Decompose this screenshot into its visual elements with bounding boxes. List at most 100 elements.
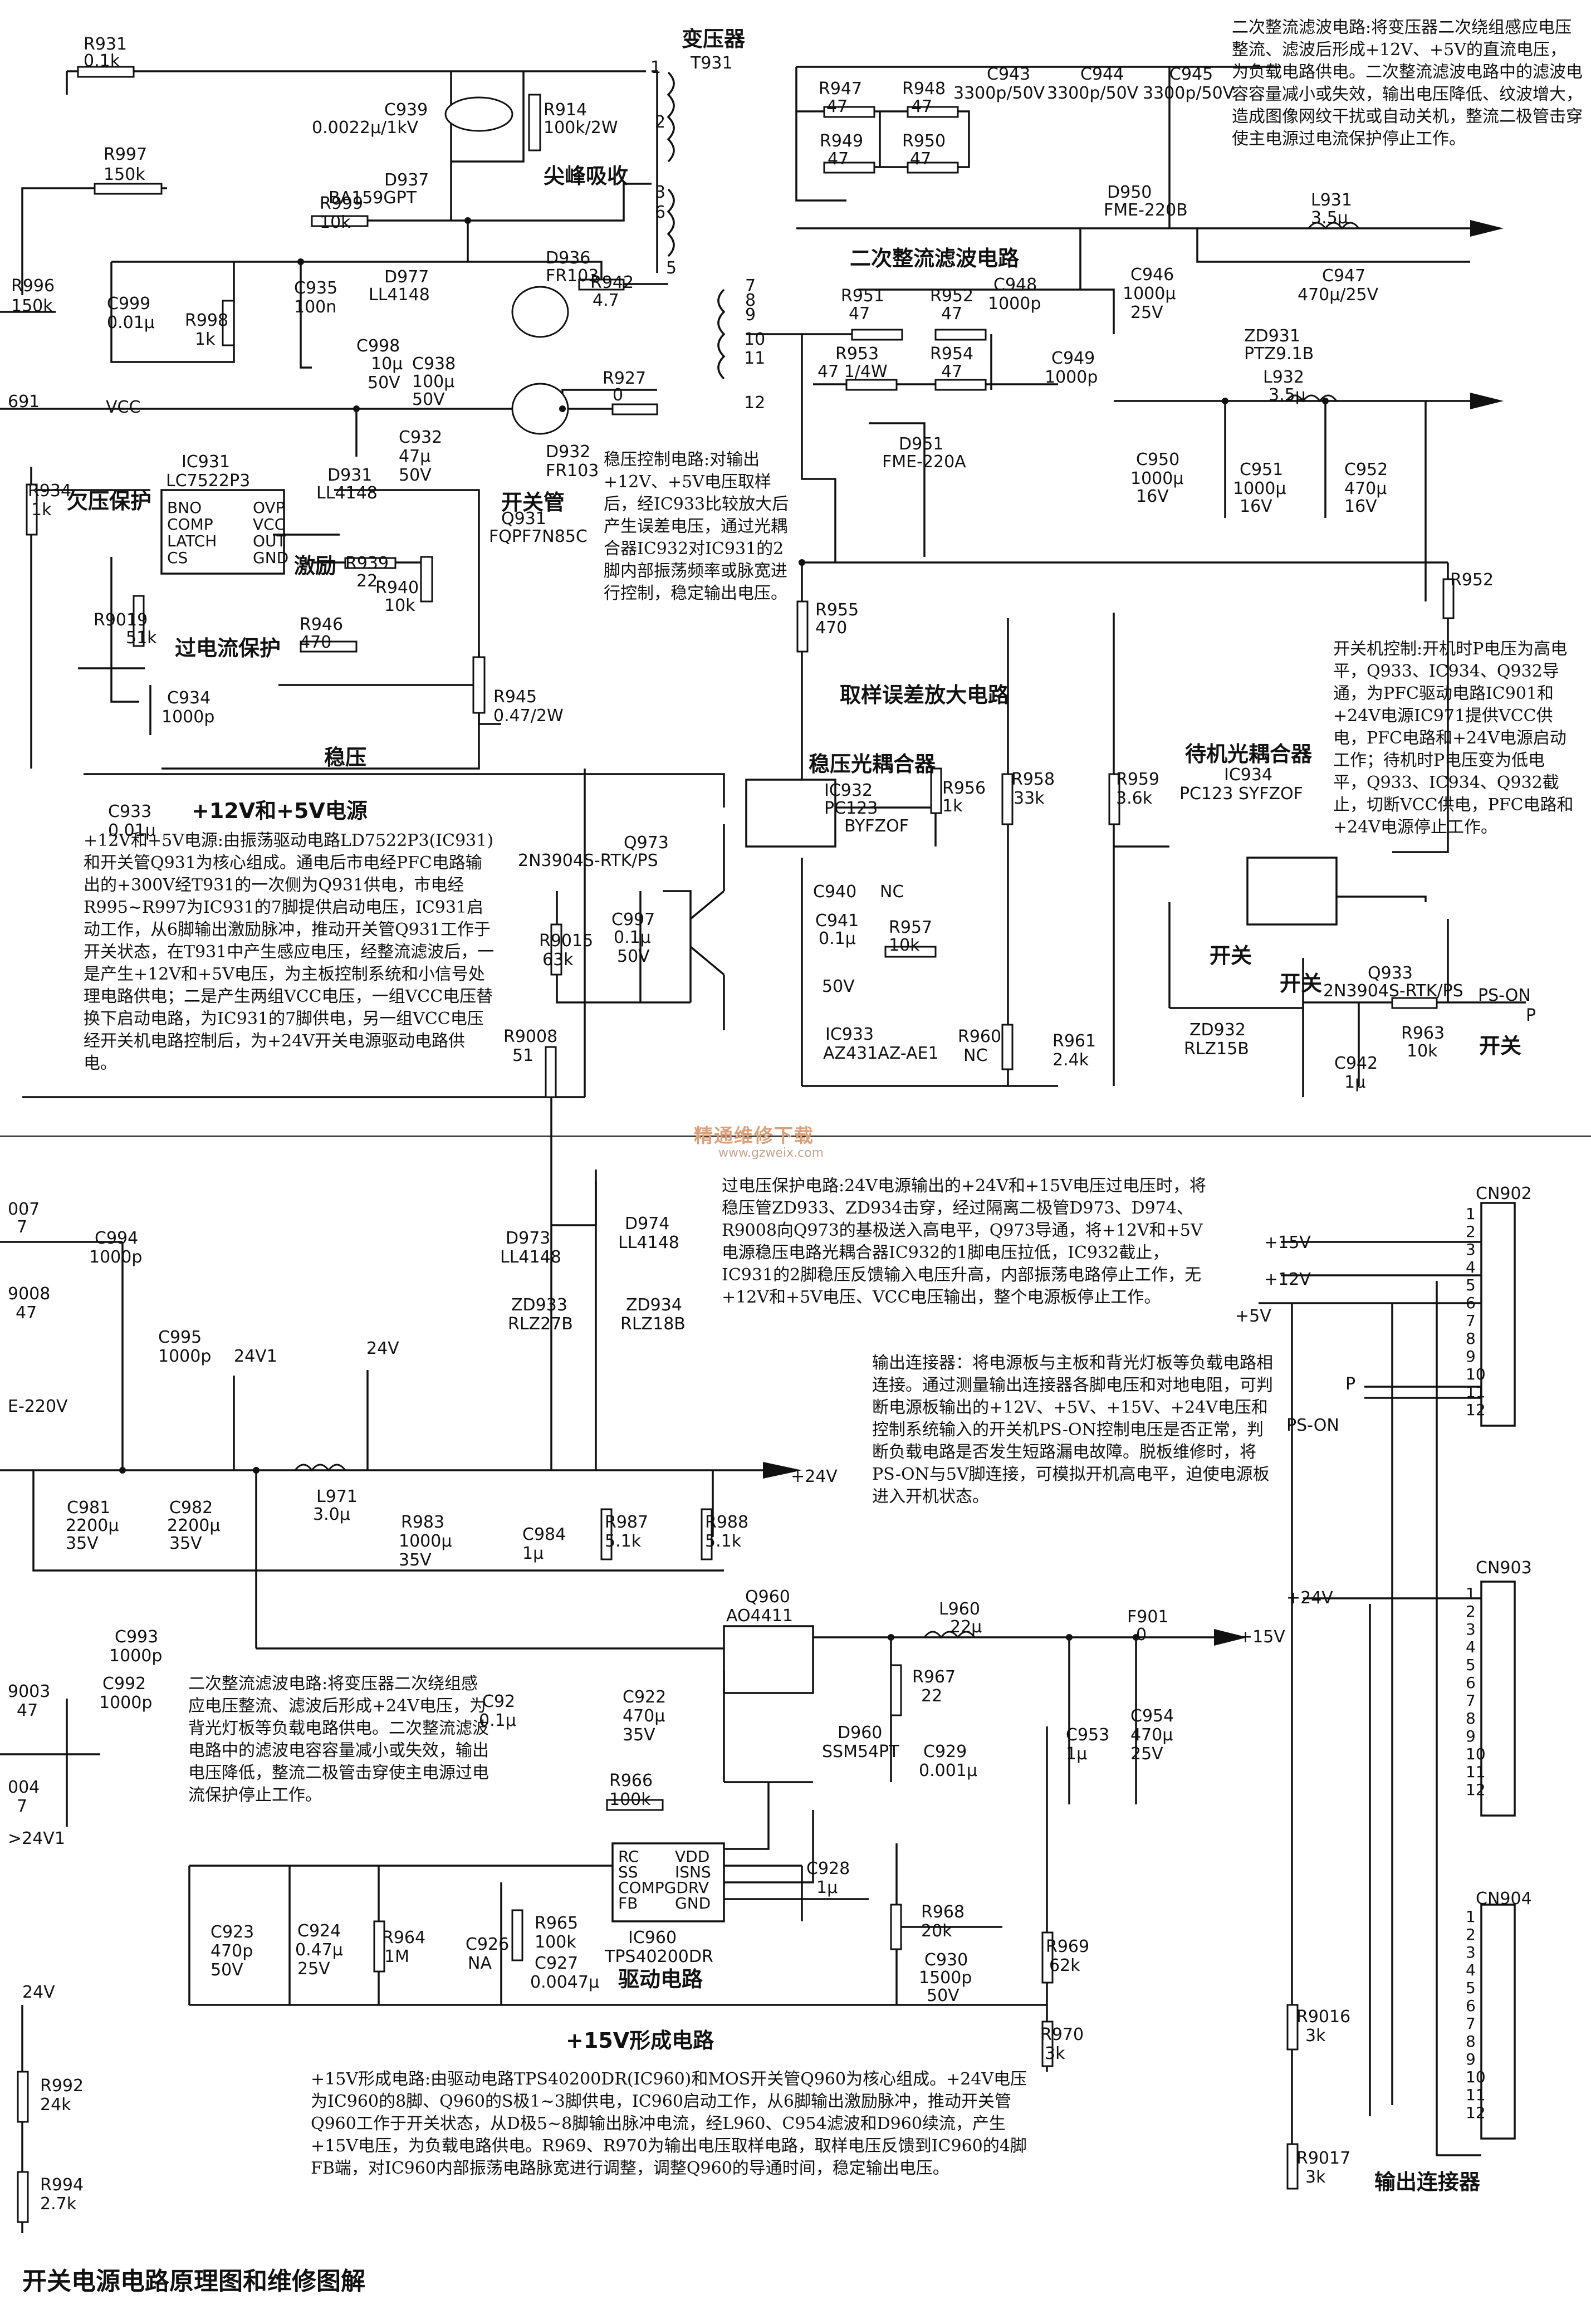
component-label: 100μ xyxy=(412,372,455,392)
component-label: 150k xyxy=(11,296,53,316)
component-label: 33k xyxy=(1014,789,1045,808)
component-label: 3300p/50V xyxy=(953,84,1045,103)
component-label: 1k xyxy=(31,500,52,520)
component-label: L931 xyxy=(1311,190,1352,210)
component-label: F901 xyxy=(1127,1607,1169,1627)
component-label: LL4148 xyxy=(369,285,430,305)
component-label: GND xyxy=(675,1894,711,1912)
component-label: D937 xyxy=(384,170,429,190)
component-label: 3300p/50V xyxy=(1143,84,1235,103)
component-label: TPS40200DR xyxy=(605,1947,713,1966)
component-label: VDD xyxy=(675,1847,710,1866)
component-label: PS-ON xyxy=(1286,1416,1339,1435)
component-label: C933 xyxy=(108,802,152,821)
component-label: R951 xyxy=(841,286,885,306)
connector-pin-number: 6 xyxy=(1466,1674,1476,1692)
component-label: 50V xyxy=(412,390,445,409)
component-label: OUT xyxy=(253,532,286,550)
component-label: R996 xyxy=(11,276,55,296)
connector-pin-number: 7 xyxy=(1466,2014,1476,2033)
component-label: SSM54PT xyxy=(822,1742,899,1762)
component-label: 50V xyxy=(399,466,432,485)
component-label: C926 xyxy=(466,1935,510,1954)
component-label: 150k xyxy=(104,165,145,184)
component-label: 6 xyxy=(655,203,666,222)
component-label: 3k xyxy=(1045,2044,1065,2063)
component-label: LC7522P3 xyxy=(166,471,251,491)
component-label: R953 xyxy=(835,344,879,364)
component-label: 22μ xyxy=(950,1617,982,1637)
component-label: C981 xyxy=(67,1498,111,1518)
component-label: 3300p/50V xyxy=(1047,84,1139,103)
component-label: 5 xyxy=(666,258,677,278)
component-label: 稳压光耦合器 xyxy=(809,752,936,776)
component-label: 2 xyxy=(655,112,666,132)
component-label: +12V xyxy=(1264,1270,1311,1289)
component-label: R9017 xyxy=(1296,2149,1351,2168)
component-label: Q931 xyxy=(501,509,546,529)
component-label: RLZ18B xyxy=(620,1314,686,1334)
component-label: 35V xyxy=(623,1725,655,1745)
component-label: 24V1 xyxy=(234,1347,277,1366)
component-label: R992 xyxy=(40,2076,84,2096)
component-label: C949 xyxy=(1051,349,1095,368)
component-label: C946 xyxy=(1130,265,1174,285)
component-label: 5.1k xyxy=(705,1532,742,1551)
component-label: 50V xyxy=(210,1960,243,1980)
connector-pin-number: 3 xyxy=(1466,1943,1476,1961)
component-label: +15V xyxy=(1264,1233,1311,1252)
component-label: >24V1 xyxy=(8,1829,65,1848)
circuit-note: 开关机控制:开机时P电压为高电平，Q933、IC934、Q932导通，为PFC驱… xyxy=(1333,639,1574,837)
component-label: 11 xyxy=(744,349,766,368)
component-label: C945 xyxy=(1169,65,1213,84)
component-label: FR103 xyxy=(546,461,599,481)
component-label: 47 xyxy=(826,97,848,116)
component-label: D951 xyxy=(899,434,944,454)
component-label: C928 xyxy=(806,1859,850,1878)
component-label: R955 xyxy=(815,600,859,620)
component-label: FQPF7N85C xyxy=(489,527,588,546)
component-label: R998 xyxy=(185,311,229,330)
connector-pin-number: 2 xyxy=(1466,1602,1476,1621)
component-label: 0.47/2W xyxy=(493,706,564,726)
component-label: 欠压保护 xyxy=(67,489,152,513)
connector-pin-number: 2 xyxy=(1466,1222,1476,1241)
connector-pin-number: 11 xyxy=(1466,2086,1486,2104)
component-label: 7 xyxy=(17,1217,28,1237)
connector-pin-number: 7 xyxy=(1466,1312,1476,1330)
component-label: BA159GPT xyxy=(329,188,417,208)
component-label: C938 xyxy=(412,354,456,374)
component-label: 1k xyxy=(195,330,216,349)
component-label: C923 xyxy=(210,1922,254,1942)
circuit-note: 稳压控制电路:对输出+12V、+5V电压取样后，经IC933比较放大后产生误差电… xyxy=(604,450,789,603)
component-label: COMP xyxy=(167,515,213,534)
component-label: L932 xyxy=(1263,368,1304,387)
component-label: R960 xyxy=(958,1027,1002,1046)
component-label: R9015 xyxy=(539,931,594,951)
component-label: 0.1μ xyxy=(479,1711,516,1730)
component-label: 待机光耦合器 xyxy=(1185,742,1313,766)
watermark-url: www.gzweix.com xyxy=(718,1146,824,1160)
component-label: 变压器 xyxy=(682,27,746,51)
component-label: 7 xyxy=(745,276,756,296)
component-label: 过电流保护 xyxy=(175,636,281,660)
connector-pin-number: 4 xyxy=(1466,1961,1476,1979)
connector-pin-number: 8 xyxy=(1466,1329,1476,1348)
component-label: 5.1k xyxy=(605,1532,642,1551)
component-label: 16V xyxy=(1344,497,1377,516)
component-label: 470μ xyxy=(1344,479,1387,498)
component-label: 47 xyxy=(849,304,870,324)
component-label: C995 xyxy=(158,1328,202,1347)
component-label: 2.7k xyxy=(40,2194,77,2214)
component-label: 1000p xyxy=(161,707,215,727)
component-label: NA xyxy=(468,1954,492,1973)
component-label: LL4148 xyxy=(316,483,378,503)
component-label: 100k xyxy=(609,1790,651,1809)
circuit-note: 二次整流滤波电路:将变压器二次绕组感应电压整流、滤波后形成+24V电压，为背光灯… xyxy=(188,1674,489,1805)
component-label: C993 xyxy=(115,1627,159,1647)
component-label: LATCH xyxy=(167,532,217,550)
component-label: R948 xyxy=(902,79,946,99)
component-label: 62k xyxy=(1049,1956,1080,1975)
component-label: 47 xyxy=(910,149,932,169)
component-label: C941 xyxy=(815,911,859,931)
